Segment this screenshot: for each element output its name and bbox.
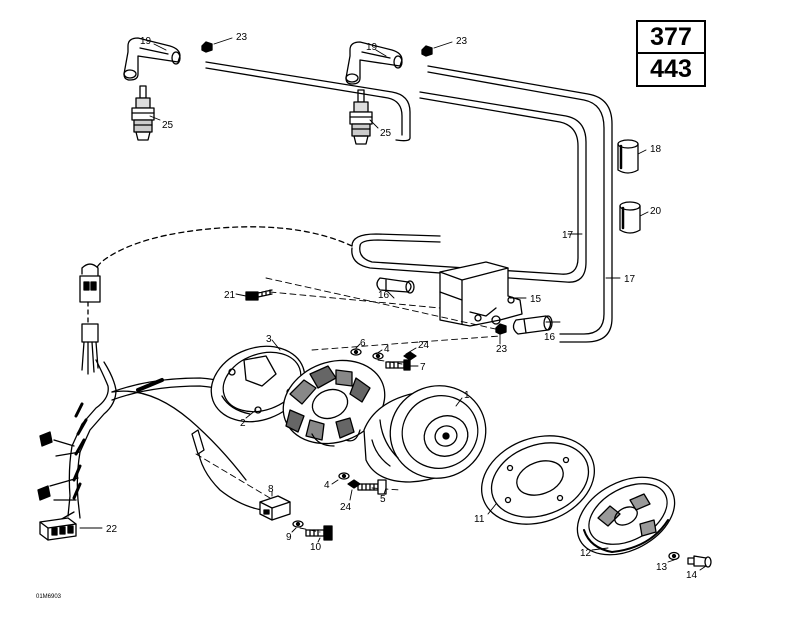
callout-4-upper: 4 [384,344,390,355]
nut-coil [495,323,507,335]
protector-tube-upper [617,139,639,174]
ignition-coil [439,261,523,327]
trigger-coil [259,495,291,521]
callout-8: 8 [268,484,274,495]
connector-housing [39,517,77,541]
callout-25-left: 25 [162,120,174,131]
callout-18: 18 [650,144,662,155]
trigger-hardware [292,520,333,541]
callout-16-lower: 16 [544,332,556,343]
stator-plate [282,359,386,447]
callout-21: 21 [224,290,236,301]
callout-14: 14 [686,570,698,581]
callout-16-upper: 16 [378,290,390,301]
wiring-harness [37,226,353,521]
spark-plug-left [131,85,155,141]
dashed-mount-lines [195,277,501,533]
nut-top-right [421,45,433,57]
screw-21 [245,289,273,301]
callout-24-upper: 24 [418,340,430,351]
flywheel-hardware [338,472,387,495]
high-tension-wire-right [351,65,613,343]
trigger-coil-wire [191,429,263,511]
model-box-443: 443 [636,52,706,87]
callout-19-right: 19 [366,42,378,53]
spark-plug-cap-right [345,41,403,85]
stator-hardware-upper [350,348,417,371]
callout-25-right: 25 [380,128,392,139]
stator-cover [210,345,306,423]
drawing-code: 01M6903 [36,594,62,600]
callout-4-lower: 4 [324,480,330,491]
callout-5: 5 [380,494,386,505]
callout-11: 11 [474,514,485,525]
callout-9: 9 [286,532,292,543]
callout-24-lower: 24 [340,502,352,513]
model-box-377: 377 [636,20,706,55]
callout-17-a: 17 [562,230,574,241]
high-tension-wire-left [205,61,587,283]
spark-plug-right [349,89,373,145]
callout-23-coil: 23 [496,344,508,355]
callout-10: 10 [310,542,322,553]
callout-19-left: 19 [140,36,152,47]
flywheel [363,385,487,483]
callout-17-b: 17 [624,274,636,285]
starter-hardware [668,551,712,568]
protector-tube-lower [619,201,641,234]
callout-labels: 19 23 25 19 23 25 18 20 17 17 16 15 16 2… [106,32,698,581]
callout-15: 15 [530,294,542,305]
callout-6: 6 [360,338,366,349]
callout-12: 12 [580,548,592,559]
sleeve-lower [512,315,553,335]
callout-20: 20 [650,206,662,217]
starting-pulley [480,435,596,525]
nut-top-left [201,41,213,53]
callout-7: 7 [420,362,426,373]
callout-13: 13 [656,562,668,573]
spark-plug-cap-left [123,37,181,81]
callout-2: 2 [240,418,246,429]
callout-23-left: 23 [236,32,248,43]
starter-cup [576,476,676,556]
callout-22: 22 [106,524,118,535]
callout-1: 1 [464,390,470,401]
leader-lines [79,37,707,571]
callout-23-right: 23 [456,36,468,47]
callout-3: 3 [266,334,272,345]
sleeve-upper [376,277,415,294]
